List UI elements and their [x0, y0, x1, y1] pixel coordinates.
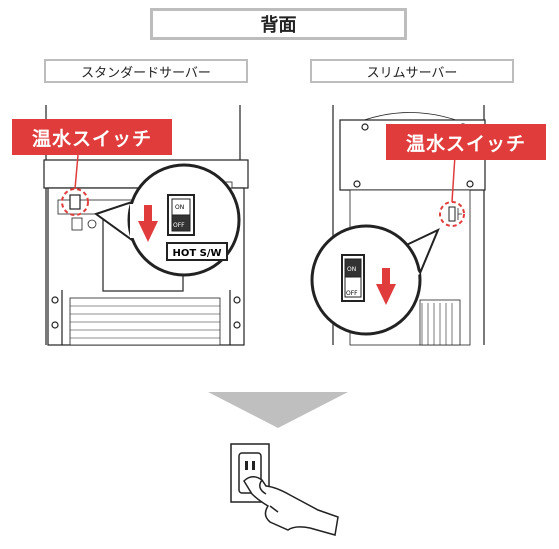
- slim-on-label: ON: [347, 266, 356, 273]
- slim-down-arrow-icon: [376, 268, 396, 305]
- standard-off-label: OFF: [173, 222, 185, 229]
- step-down-arrow-icon: [208, 392, 348, 428]
- standard-server-label: スタンダードサーバー: [44, 59, 248, 83]
- slim-switch-zoom: [310, 224, 422, 336]
- slim-server-label: スリムサーバー: [310, 59, 514, 83]
- standard-hot-water-switch-callout: 温水スイッチ: [12, 119, 172, 155]
- standard-on-label: ON: [175, 204, 184, 211]
- slim-off-label: OFF: [346, 290, 358, 297]
- hot-sw-tag: HOT S/W: [172, 248, 221, 259]
- page-title: 背面: [150, 8, 407, 40]
- slim-hot-water-switch-callout: 温水スイッチ: [386, 124, 546, 160]
- standard-switch-highlight: [61, 188, 89, 216]
- standard-down-arrow-icon: [138, 205, 158, 242]
- hand-icon: [243, 476, 339, 536]
